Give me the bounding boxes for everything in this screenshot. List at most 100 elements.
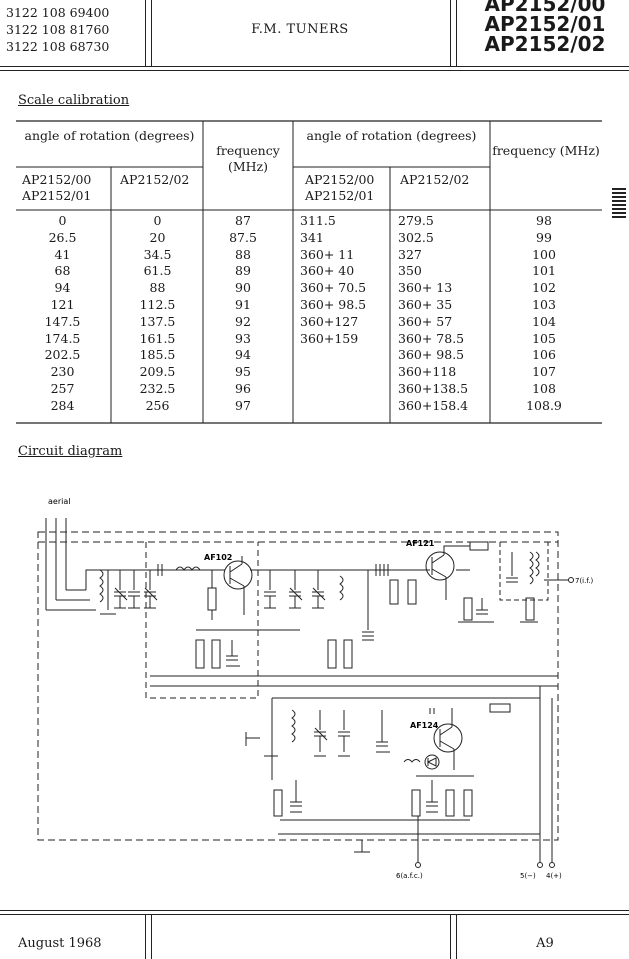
table-cell: 360+ 98.5 (300, 297, 367, 312)
table-cell: 104 (532, 313, 556, 329)
table-cell: 360+158.4 (398, 397, 469, 413)
table-cell: 91 (235, 297, 251, 312)
table-cell: 360+118 (398, 364, 457, 380)
table-cell: 311.5 (300, 213, 336, 228)
header-divider (151, 0, 152, 66)
header-divider (456, 0, 457, 66)
page-number: A9 (536, 936, 554, 951)
table-cell: 68 (54, 263, 71, 279)
sub-header-ap02: AP2152/02 (120, 172, 190, 187)
table-cell: 279.5 (398, 213, 434, 228)
header-divider (145, 0, 146, 66)
label-af121: AF121 (406, 539, 435, 548)
table-cell: 88 (149, 280, 166, 296)
col-header-angle-right: angle of rotation (degrees) (306, 128, 477, 143)
col-header-angle-left: angle of rotation (degrees) (24, 128, 195, 143)
table-cell: 95 (235, 364, 251, 380)
label-af124: AF124 (410, 721, 439, 730)
footer-rule (0, 910, 629, 911)
table-cell: 202.5 (44, 347, 81, 363)
table-cell: 230 (50, 364, 75, 380)
document-title: F.M. TUNERS (251, 22, 349, 37)
table-cell: 147.5 (44, 313, 81, 329)
table-cell: 92 (235, 313, 251, 329)
table-cell: 90 (235, 280, 251, 296)
label-minus: 5(−) (520, 872, 536, 880)
part-code: 3122 108 68730 (6, 39, 110, 54)
table-cell: 360+ 35 (398, 297, 453, 312)
footer-divider (456, 914, 457, 959)
table-grid (16, 120, 602, 424)
table-cell: 327 (398, 246, 422, 262)
sub-header-ap02: AP2152/02 (400, 172, 470, 187)
table-cell: 98 (536, 213, 552, 228)
table-cell: 360+ 78.5 (398, 330, 465, 346)
label-afc: 6(a.f.c.) (396, 872, 423, 880)
table-cell: 360+159 (300, 330, 359, 346)
table-cell: 108 (532, 381, 556, 396)
col-header-frequency-right: frequency (MHz) (492, 143, 600, 158)
circuit-diagram: aerial AF102 AF121 AF124 7(i.f.) 6(a.f.c… (37, 497, 594, 880)
table-cell: 94 (235, 347, 251, 363)
table-cell: 101 (532, 263, 556, 279)
table-cell: 61.5 (143, 263, 172, 279)
section-heading-circuit: Circuit diagram (18, 444, 123, 459)
table-cell: 360+127 (300, 313, 359, 329)
table-cell: 360+ 13 (398, 280, 453, 296)
section-heading-scale: Scale calibration (18, 93, 130, 108)
table-cell: 34.5 (143, 246, 172, 262)
table-cell: 87.5 (229, 229, 257, 245)
model-numbers: AP2152/00 AP2152/01 AP2152/02 (470, 0, 620, 54)
table-cell: 360+ 98.5 (398, 347, 465, 363)
table-cell: 26.5 (48, 229, 77, 245)
table-cell: 106 (532, 347, 556, 363)
table-cell: 341 (300, 229, 324, 245)
table-cell: 99 (536, 229, 552, 245)
publication-date: August 1968 (18, 936, 102, 951)
table-cell: 209.5 (139, 364, 176, 380)
table-cell: 350 (398, 263, 422, 279)
table-cell: 360+ 11 (300, 246, 355, 262)
table-cell: 0 (58, 213, 67, 228)
footer-divider (145, 914, 146, 959)
col-header-frequency-left: frequency (MHz) (216, 143, 280, 174)
part-codes: 3122 108 69400 3122 108 81760 3122 108 6… (6, 4, 109, 55)
footer-divider (450, 914, 451, 959)
table-cell: 360+ 57 (398, 313, 453, 329)
table-cell: 103 (532, 297, 556, 312)
sub-header-ap00-01: AP2152/00 AP2152/01 (305, 172, 375, 203)
table-cell: 257 (50, 381, 75, 396)
table-cell: 174.5 (44, 330, 81, 346)
margin-marker (612, 188, 626, 220)
part-code: 3122 108 81760 (6, 22, 110, 37)
table-cell: 232.5 (139, 381, 176, 396)
label-aerial: aerial (48, 497, 70, 506)
table-cell: 112.5 (139, 297, 176, 312)
table-cell: 0 (153, 213, 162, 228)
model-number: AP2152/02 (484, 32, 606, 56)
table-cell: 360+138.5 (398, 381, 469, 396)
table-cell: 93 (235, 330, 251, 346)
table-cell: 185.5 (139, 347, 176, 363)
footer-divider (151, 914, 152, 959)
table-cell: 108.9 (526, 397, 562, 413)
table-cell: 302.5 (398, 229, 434, 245)
header-divider (450, 0, 451, 66)
table-cell: 97 (235, 397, 251, 413)
model-number: AP2152/01 (484, 12, 606, 36)
table-cell: 360+ 70.5 (300, 280, 367, 296)
header-rule (0, 66, 629, 67)
table-cell: 100 (532, 246, 556, 262)
table-cell: 137.5 (139, 313, 176, 329)
label-af102: AF102 (204, 553, 232, 562)
sub-header-ap00-01: AP2152/00 AP2152/01 (22, 172, 92, 203)
table-cell: 161.5 (139, 330, 176, 346)
table-cell: 41 (54, 246, 71, 262)
table-cell: 360+ 40 (300, 263, 355, 279)
table-cell: 107 (532, 364, 556, 380)
table-cell: 121 (50, 297, 75, 312)
label-if-output: 7(i.f.) (575, 577, 594, 585)
table-cell: 256 (145, 397, 170, 413)
table-cell: 88 (235, 246, 251, 262)
table-cell: 96 (235, 381, 251, 396)
